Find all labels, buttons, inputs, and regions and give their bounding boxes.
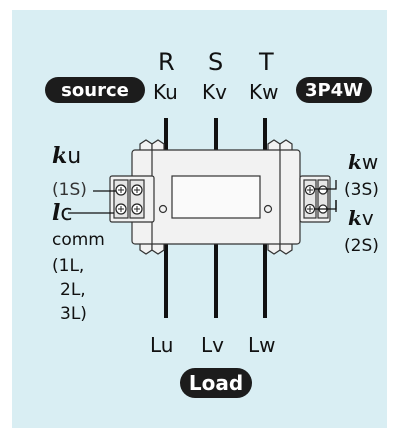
label-comm: comm: [52, 230, 105, 250]
label-ku-k: k: [52, 143, 68, 169]
label-kw-w: w: [361, 150, 379, 174]
label-2s: (2S): [344, 236, 379, 256]
terminal-kv: Kv: [202, 80, 227, 104]
terminal-lw: Lw: [248, 333, 276, 357]
label-comm-2l: 2L,: [60, 280, 86, 300]
label-comm-1l: (1L,: [52, 256, 85, 276]
terminal-ku: Ku: [153, 80, 178, 104]
label-ku-u: u: [67, 144, 82, 169]
type-badge: 3P4W: [296, 77, 372, 103]
leader-lines-right: [314, 180, 337, 212]
phase-label-r: R: [158, 48, 175, 76]
current-transformer-body: [109, 139, 331, 255]
terminal-kw: Kw: [249, 80, 279, 104]
label-1s: (1S): [52, 180, 87, 200]
load-badge: Load: [180, 368, 252, 398]
label-lc: lc: [52, 200, 72, 226]
mount-hole-right: [263, 204, 273, 214]
label-kv-v: v: [361, 206, 374, 230]
leader-lines-left: [68, 190, 116, 214]
label-ku: ku: [52, 143, 81, 169]
label-kv-k: k: [348, 206, 362, 230]
mount-hole-left: [158, 204, 168, 214]
phase-label-s: S: [208, 48, 224, 76]
label-kv: kv: [348, 206, 374, 230]
phase-label-t: T: [259, 48, 274, 76]
label-lc-c: c: [60, 201, 73, 226]
label-3s: (3S): [344, 180, 379, 200]
label-comm-3l: 3L): [60, 304, 87, 324]
label-lc-l: l: [52, 200, 61, 226]
label-kw: kw: [348, 150, 378, 174]
source-badge: source: [45, 77, 145, 103]
terminal-lu: Lu: [150, 333, 174, 357]
terminal-lv: Lv: [201, 333, 224, 357]
label-kw-k: k: [348, 150, 362, 174]
